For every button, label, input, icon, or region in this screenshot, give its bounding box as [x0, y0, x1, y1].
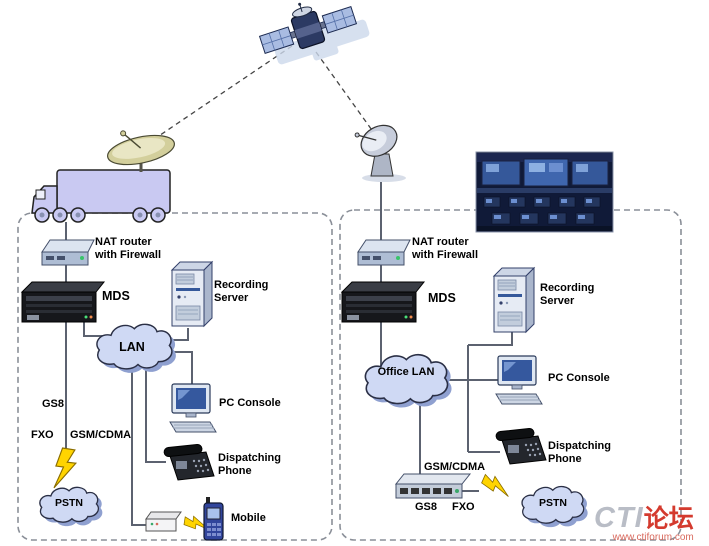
label-fxo-right: FXO [452, 501, 475, 513]
gsm-modem-icon [145, 511, 182, 532]
recording-server-left-icon [171, 261, 213, 327]
satellite-icon [258, 2, 358, 55]
label-pc-console-right: PC Console [548, 372, 610, 384]
label-dispatching-phone-left: Dispatching Phone [218, 452, 281, 477]
label-pc-console-left: PC Console [219, 397, 281, 409]
label-dispatching-phone-right: Dispatching Phone [548, 440, 611, 465]
label-pstn-right: PSTN [538, 497, 567, 509]
left-site-boundary [17, 212, 333, 541]
watermark-brand-grey: CTI [594, 502, 644, 534]
label-gs8-left: GS8 [42, 398, 65, 410]
dispatching-phone-left-icon [163, 443, 215, 481]
label-nat-router-left: NAT router with Firewall [95, 236, 162, 261]
recording-server-right-icon [493, 267, 535, 333]
label-recording-server-left: Recording Server [214, 279, 269, 304]
satellite-links [143, 45, 380, 147]
pc-console-left-icon [169, 383, 217, 433]
label-mds-right: MDS [428, 291, 456, 305]
label-lan: LAN [119, 340, 145, 354]
pc-console-right-icon [495, 355, 543, 405]
mds-server-right-icon [341, 281, 425, 323]
dispatching-phone-right-icon [495, 427, 547, 465]
nat-router-left-icon [41, 239, 95, 266]
lightning-fxo-pstn-icon [53, 447, 77, 489]
watermark-url: www.ctiforum.com [612, 532, 694, 543]
label-office-lan: Office LAN [377, 366, 435, 378]
label-recording-server-right: Recording Server [540, 282, 595, 307]
label-pstn-left: PSTN [54, 497, 83, 509]
office-lan-cloud [364, 353, 449, 405]
right-site-boundary [339, 209, 682, 541]
watermark-brand-red: 论坛 [643, 505, 694, 533]
ground-dish-icon [354, 124, 406, 182]
label-gsm-cdma-right: GSM/CDMA [424, 461, 486, 473]
label-mds-left: MDS [102, 289, 130, 303]
lightning-gs8-pstn-icon [479, 473, 513, 498]
label-nat-router-right: NAT router with Firewall [412, 236, 479, 261]
nat-router-right-icon [357, 239, 411, 266]
label-fxo-left: FXO [31, 429, 54, 441]
mobile-phone-icon [203, 497, 224, 541]
mds-server-left-icon [21, 281, 105, 323]
label-gs8-right: GS8 [415, 501, 438, 513]
label-mobile: Mobile [231, 512, 266, 524]
truck-icon [31, 169, 171, 223]
watermark: CTI论坛 www.ctiforum.com [594, 499, 694, 543]
control-room-photo [475, 151, 614, 233]
vehicle-dish-icon [107, 130, 175, 172]
label-gsm-cdma-left: GSM/CDMA [70, 429, 132, 441]
gs8-gateway-icon [394, 473, 472, 499]
